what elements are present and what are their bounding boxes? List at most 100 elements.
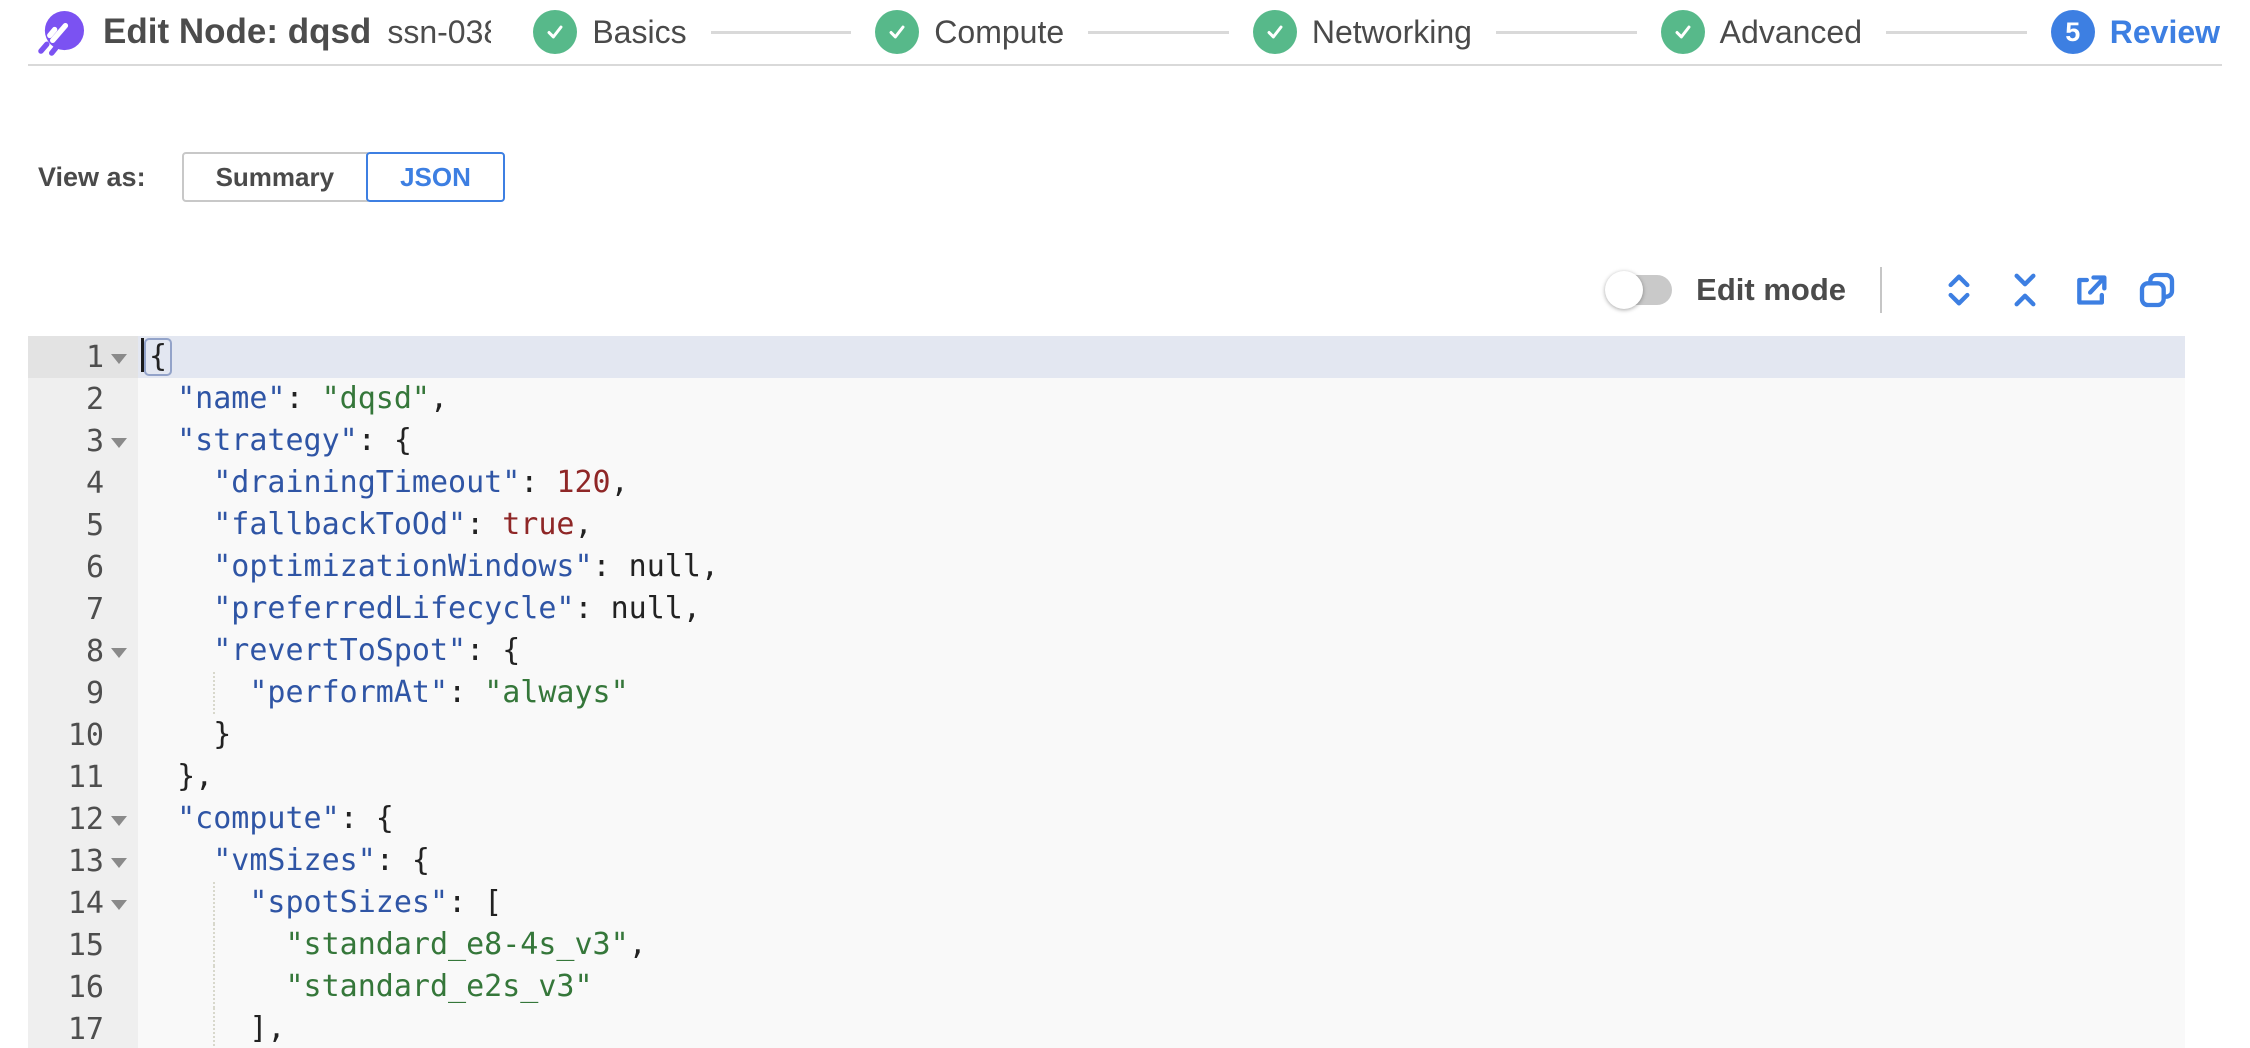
editor-line[interactable]: 12 "compute": { [28, 798, 2185, 840]
step-label: Advanced [1719, 13, 1862, 50]
export-icon[interactable] [2068, 267, 2114, 313]
line-gutter[interactable]: 15 [28, 924, 138, 966]
check-icon [533, 10, 578, 54]
line-gutter[interactable]: 5 [28, 504, 138, 546]
line-gutter[interactable]: 4 [28, 462, 138, 504]
fold-arrow-slot[interactable] [104, 924, 134, 966]
indent-guide [213, 966, 216, 1008]
line-gutter[interactable]: 1 [28, 336, 138, 378]
editor-line[interactable]: 16 "standard_e2s_v3" [28, 966, 2185, 1008]
editor-line[interactable]: 15 "standard_e8-4s_v3", [28, 924, 2185, 966]
step-connector [1088, 30, 1229, 34]
line-code: { [138, 336, 2185, 378]
fold-arrow-slot[interactable] [104, 588, 134, 630]
code-token: 120 [556, 465, 611, 500]
code-token: : { [357, 423, 412, 458]
fold-arrow-icon[interactable] [111, 899, 127, 910]
edit-mode-toggle[interactable] [1605, 271, 1673, 309]
fold-arrow-slot[interactable] [104, 798, 134, 840]
header-divider [28, 64, 2222, 66]
line-gutter[interactable]: 10 [28, 714, 138, 756]
editor-line[interactable]: 14 "spotSizes": [ [28, 882, 2185, 924]
line-gutter[interactable]: 13 [28, 840, 138, 882]
code-token: } [141, 717, 232, 752]
line-gutter[interactable]: 17 [28, 1008, 138, 1048]
line-gutter[interactable]: 16 [28, 966, 138, 1008]
json-editor[interactable]: 1 { 2 "name": "dqsd", 3 "strategy": { 4 … [28, 336, 2185, 1048]
line-number: 5 [85, 507, 104, 543]
editor-line[interactable]: 1 { [28, 336, 2185, 378]
editor-line[interactable]: 9 "performAt": "always" [28, 672, 2185, 714]
check-icon [875, 10, 920, 54]
code-token [141, 381, 177, 416]
line-gutter[interactable]: 9 [28, 672, 138, 714]
editor-line[interactable]: 3 "strategy": { [28, 420, 2185, 462]
indent-guide [213, 924, 216, 966]
fold-arrow-icon[interactable] [111, 647, 127, 658]
line-code: "name": "dqsd", [138, 378, 2185, 420]
copy-icon[interactable] [2134, 267, 2180, 313]
code-token: , [574, 507, 593, 542]
fold-arrow-slot[interactable] [104, 966, 134, 1008]
editor-line[interactable]: 4 "drainingTimeout": 120, [28, 462, 2185, 504]
fold-arrow-slot[interactable] [104, 756, 134, 798]
code-token: }, [141, 759, 214, 794]
editor-line[interactable]: 10 } [28, 714, 2185, 756]
fold-arrow-slot[interactable] [104, 672, 134, 714]
expand-all-icon[interactable] [1936, 267, 1982, 313]
line-gutter[interactable]: 2 [28, 378, 138, 420]
fold-arrow-slot[interactable] [104, 882, 134, 924]
line-code: "preferredLifecycle": null, [138, 588, 2185, 630]
line-number: 3 [85, 423, 104, 459]
line-gutter[interactable]: 7 [28, 588, 138, 630]
code-token [141, 507, 213, 542]
code-token [141, 465, 213, 500]
indent-guide [213, 1008, 216, 1048]
wizard-step-advanced[interactable]: Advanced [1660, 10, 1862, 54]
fold-arrow-slot[interactable] [104, 378, 134, 420]
editor-line[interactable]: 11 }, [28, 756, 2185, 798]
line-gutter[interactable]: 14 [28, 882, 138, 924]
fold-arrow-slot[interactable] [104, 840, 134, 882]
line-number: 14 [67, 885, 104, 921]
spot-logo-icon [38, 10, 85, 56]
wizard-step-compute[interactable]: Compute [875, 10, 1064, 54]
view-as-summary-button[interactable]: Summary [181, 152, 369, 202]
editor-line[interactable]: 13 "vmSizes": { [28, 840, 2185, 882]
line-gutter[interactable]: 6 [28, 546, 138, 588]
fold-arrow-slot[interactable] [104, 546, 134, 588]
editor-line[interactable]: 17 ], [28, 1008, 2185, 1048]
fold-arrow-slot[interactable] [104, 630, 134, 672]
line-code: "fallbackToOd": true, [138, 504, 2185, 546]
code-token: "always" [484, 675, 629, 710]
editor-line[interactable]: 7 "preferredLifecycle": null, [28, 588, 2185, 630]
fold-arrow-slot[interactable] [104, 714, 134, 756]
fold-arrow-slot[interactable] [104, 462, 134, 504]
fold-arrow-slot[interactable] [104, 504, 134, 546]
fold-arrow-slot[interactable] [104, 336, 134, 378]
code-token: "compute" [177, 801, 340, 836]
view-as-json-button[interactable]: JSON [366, 152, 505, 202]
line-gutter[interactable]: 11 [28, 756, 138, 798]
wizard-step-networking[interactable]: Networking [1252, 10, 1472, 54]
line-code: "vmSizes": { [138, 840, 2185, 882]
fold-arrow-icon[interactable] [111, 815, 127, 826]
fold-arrow-icon[interactable] [111, 437, 127, 448]
fold-arrow-icon[interactable] [111, 857, 127, 868]
line-gutter[interactable]: 8 [28, 630, 138, 672]
wizard-step-basics[interactable]: Basics [533, 10, 687, 54]
line-gutter[interactable]: 12 [28, 798, 138, 840]
code-token [141, 843, 213, 878]
editor-line[interactable]: 5 "fallbackToOd": true, [28, 504, 2185, 546]
editor-line[interactable]: 8 "revertToSpot": { [28, 630, 2185, 672]
line-gutter[interactable]: 3 [28, 420, 138, 462]
fold-arrow-icon[interactable] [111, 353, 127, 364]
editor-line[interactable]: 6 "optimizationWindows": null, [28, 546, 2185, 588]
collapse-all-icon[interactable] [2002, 267, 2048, 313]
step-label: Compute [934, 13, 1065, 50]
wizard-step-review[interactable]: 5 Review [2050, 10, 2220, 54]
code-token: : [ [448, 885, 503, 920]
fold-arrow-slot[interactable] [104, 1008, 134, 1048]
fold-arrow-slot[interactable] [104, 420, 134, 462]
editor-line[interactable]: 2 "name": "dqsd", [28, 378, 2185, 420]
